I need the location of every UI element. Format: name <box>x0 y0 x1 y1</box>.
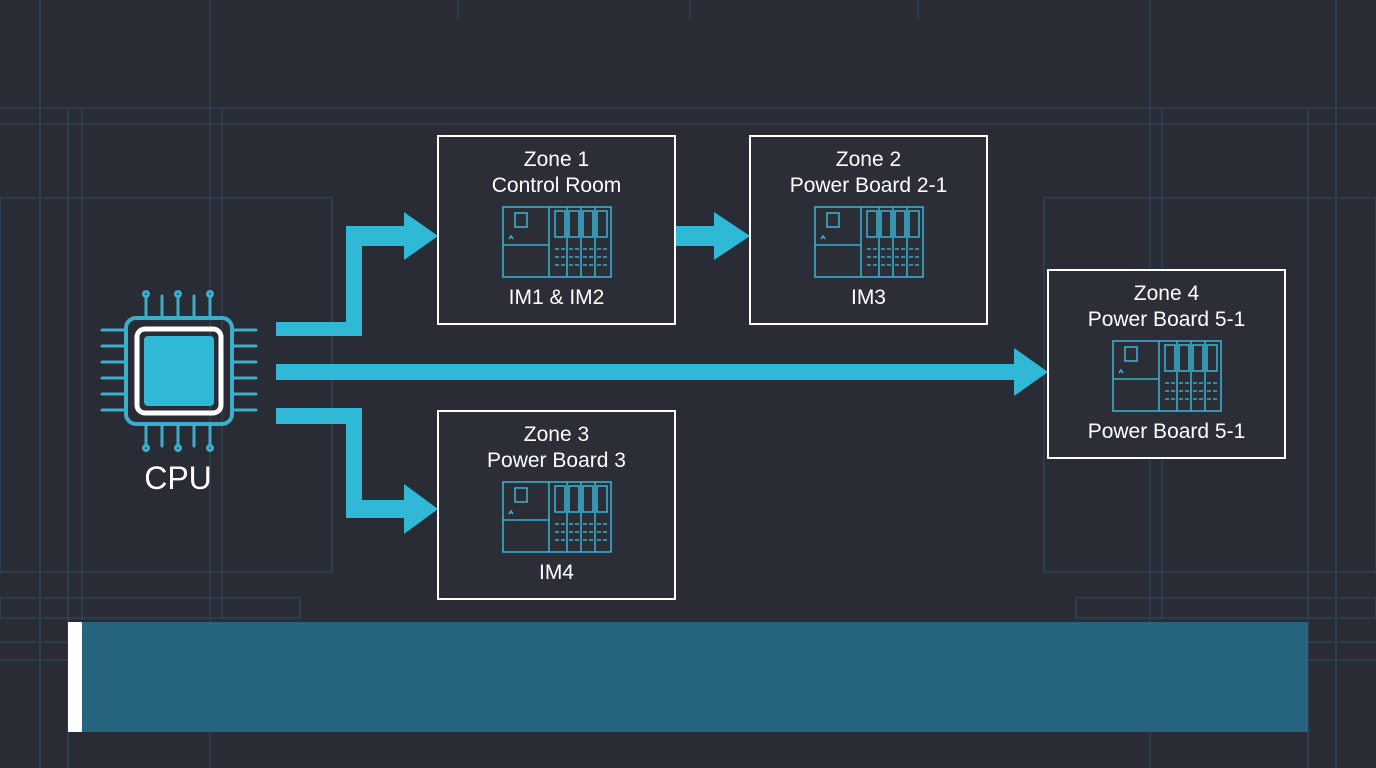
zone-box-2[interactable]: Zone 2 Power Board 2-1 IM3 <box>749 135 988 325</box>
cpu-chip-icon <box>100 290 258 452</box>
arrow-cpu-to-zone1 <box>276 212 438 336</box>
zone-title: Zone 1 <box>523 148 590 171</box>
zone-subtitle: Power Board 3 <box>487 449 626 472</box>
zone-box-1[interactable]: Zone 1 Control Room IM1 & IM2 <box>437 135 676 325</box>
zone-subtitle: Power Board 5-1 <box>1087 308 1246 331</box>
caption-bar <box>68 622 1308 732</box>
zone-subtitle: Power Board 2-1 <box>789 174 948 197</box>
plc-rack-icon <box>502 481 612 553</box>
zone-title: Zone 2 <box>835 148 902 171</box>
zone-label: Power Board 5-1 <box>1087 420 1246 443</box>
caption-accent <box>68 622 82 732</box>
plc-rack-icon <box>502 206 612 278</box>
caption-panel <box>82 622 1308 732</box>
zone-subtitle: Control Room <box>491 174 622 197</box>
cpu-label: CPU <box>144 460 212 496</box>
zone-label: IM1 & IM2 <box>508 286 605 309</box>
arrow-zone1-to-zone2 <box>676 212 750 260</box>
plc-rack-icon <box>1112 340 1222 412</box>
arrow-cpu-to-zone4 <box>276 348 1048 396</box>
zone-label: IM4 <box>538 561 574 584</box>
plc-rack-icon <box>814 206 924 278</box>
zone-box-3[interactable]: Zone 3 Power Board 3 IM4 <box>437 410 676 600</box>
zone-box-4[interactable]: Zone 4 Power Board 5-1 Power Board 5-1 <box>1047 269 1286 459</box>
arrow-cpu-to-zone3 <box>276 408 438 534</box>
zone-title: Zone 3 <box>523 423 590 446</box>
zone-title: Zone 4 <box>1133 282 1200 305</box>
zone-label: IM3 <box>850 286 886 309</box>
